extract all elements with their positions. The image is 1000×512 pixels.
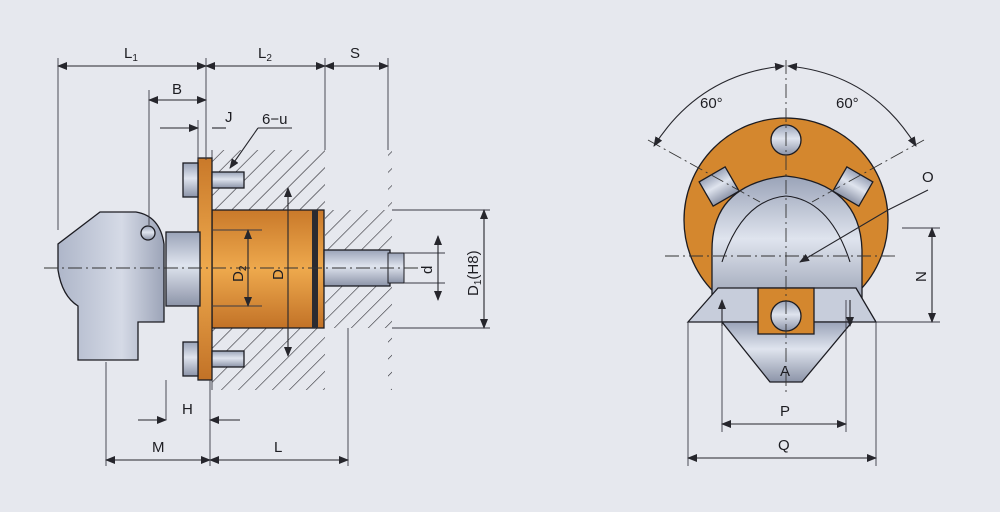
side-section-view: L1 L2 S B J 6−u D2 D d D1(H8) H M L xyxy=(44,45,490,466)
label-L1: L1 xyxy=(124,45,138,64)
label-J: J xyxy=(225,109,233,126)
label-D2: D2 xyxy=(230,265,249,282)
clamp-arch xyxy=(711,175,863,317)
label-L: L xyxy=(274,439,282,456)
label-B: B xyxy=(172,81,182,98)
leader-O xyxy=(799,189,929,263)
label-angle-left: 60° xyxy=(700,95,723,112)
leader-6u xyxy=(230,127,292,168)
bolt-head-left-icon xyxy=(698,165,741,208)
label-O: O xyxy=(922,169,934,186)
label-H: H xyxy=(182,401,193,418)
label-D: D xyxy=(270,269,287,280)
label-N: N xyxy=(913,271,930,282)
label-angle-right: 60° xyxy=(836,95,859,112)
bolt-bottom xyxy=(182,341,245,377)
dim-angle-left xyxy=(653,62,785,147)
label-L2: L2 xyxy=(258,45,272,64)
rear-clamp-block xyxy=(57,211,165,361)
seal-ring xyxy=(312,210,318,328)
bolt-head-right-icon xyxy=(831,165,874,208)
label-S: S xyxy=(350,45,360,62)
label-M: M xyxy=(152,439,165,456)
cylinder-body xyxy=(211,209,325,329)
label-Q: Q xyxy=(778,437,790,454)
front-view: 60° 60° O N A P Q xyxy=(647,60,940,466)
dim-angle-right xyxy=(787,62,917,147)
label-A: A xyxy=(780,363,790,380)
label-d: d xyxy=(419,266,436,274)
label-P: P xyxy=(780,403,790,420)
rear-neck xyxy=(165,231,201,307)
pin-icon xyxy=(140,225,156,241)
label-6u: 6−u xyxy=(262,111,287,128)
label-D1: D1(H8) xyxy=(465,250,484,296)
